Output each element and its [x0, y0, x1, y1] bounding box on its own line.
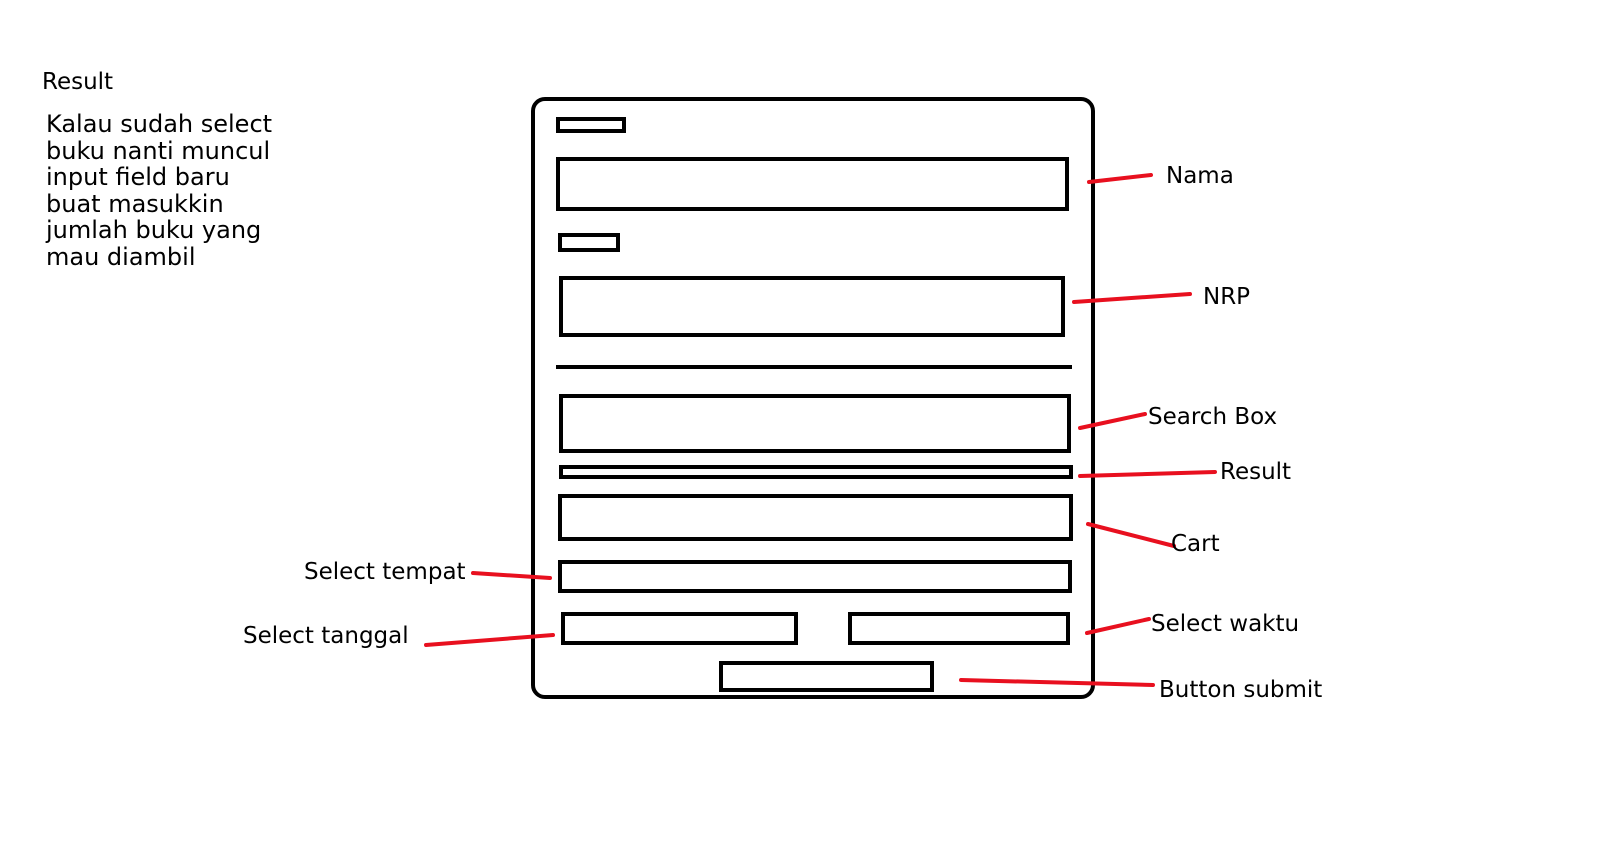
- cart-box: [558, 494, 1073, 541]
- note-line: Kalau sudah select: [46, 110, 273, 138]
- nama-label-placeholder: [556, 117, 626, 133]
- select-tanggal-box: [561, 612, 798, 645]
- label-select-waktu: Select waktu: [1151, 611, 1300, 637]
- note-line: jumlah buku yang: [46, 216, 262, 244]
- leader-result: [1078, 470, 1217, 478]
- result-box: [559, 465, 1073, 479]
- wireframe-frame: [531, 97, 1095, 699]
- label-select-tempat: Select tempat: [304, 559, 466, 585]
- label-result: Result: [1220, 459, 1292, 485]
- label-nama: Nama: [1166, 163, 1234, 189]
- nrp-label-placeholder: [558, 233, 620, 252]
- note-line: mau diambil: [46, 242, 196, 271]
- label-nrp: NRP: [1203, 284, 1251, 310]
- nrp-input-box: [559, 276, 1065, 337]
- label-cart: Cart: [1171, 531, 1220, 557]
- note-body: Kalau sudah select buku nanti muncul inp…: [46, 111, 272, 270]
- leader-select-waktu: [1085, 617, 1151, 635]
- select-waktu-box: [848, 612, 1070, 645]
- note-line: buat masukkin: [46, 189, 224, 218]
- label-select-tanggal: Select tanggal: [243, 623, 409, 649]
- note-line: buku nanti muncul: [46, 136, 271, 165]
- select-tempat-box: [558, 560, 1072, 593]
- note-line: input field baru: [46, 163, 230, 191]
- leader-nama: [1087, 173, 1153, 184]
- leader-cart: [1086, 522, 1176, 548]
- label-search-box: Search Box: [1148, 404, 1278, 430]
- divider-line: [556, 365, 1072, 369]
- note-title: Result: [42, 69, 114, 95]
- search-box: [559, 394, 1071, 453]
- label-button-submit: Button submit: [1159, 677, 1323, 703]
- submit-button-box: [719, 661, 934, 692]
- nama-input-box: [556, 157, 1069, 211]
